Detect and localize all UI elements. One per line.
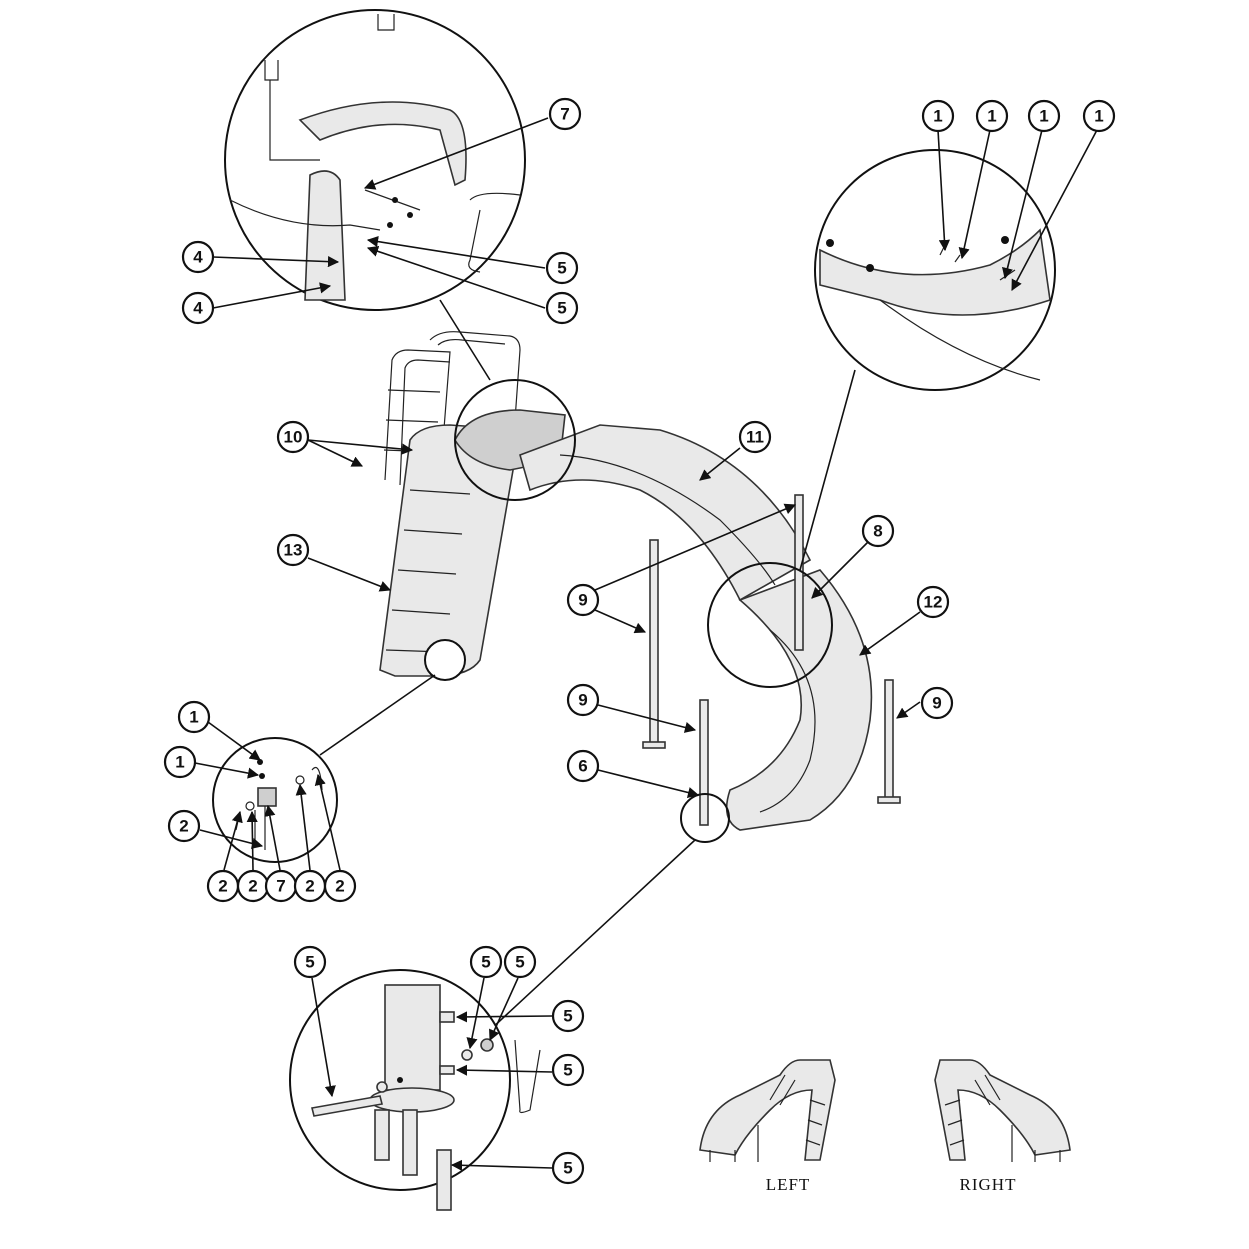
svg-text:5: 5: [563, 1159, 572, 1178]
detail-marker-ladder: [424, 639, 466, 681]
svg-text:1: 1: [1039, 107, 1048, 126]
svg-text:1: 1: [175, 753, 184, 772]
callout-5-base-top-a: 5: [469, 945, 503, 979]
detail-top-right: [814, 149, 1056, 391]
svg-text:5: 5: [481, 953, 490, 972]
thumbnail-right: RIGHT: [934, 1059, 1071, 1194]
callout-7-top: 7: [548, 97, 582, 131]
callout-5-base-left: 5: [293, 945, 327, 979]
detail-slide-joint: [707, 562, 833, 688]
callout-2-left: 2: [167, 809, 201, 843]
callout-11: 11: [738, 420, 772, 454]
svg-text:5: 5: [515, 953, 524, 972]
svg-text:12: 12: [924, 593, 943, 612]
detail-marker-platform: [454, 379, 576, 501]
callout-5-base-right-c: 5: [551, 1151, 585, 1185]
callout-6: 6: [566, 749, 600, 783]
callout-2-row-b: 2: [236, 869, 270, 903]
callout-8: 8: [861, 514, 895, 548]
callout-9-right: 9: [920, 686, 954, 720]
svg-text:11: 11: [746, 428, 764, 447]
slide-assembly: [379, 331, 901, 831]
callout-1-tr-d: 1: [1082, 99, 1116, 133]
callout-labels: 7 4 4 5 5 1 1 1 1 10 11 13 8 9 12 9 9 6 …: [163, 97, 1116, 1185]
callout-12: 12: [916, 585, 950, 619]
svg-text:5: 5: [563, 1007, 572, 1026]
callout-13: 13: [276, 533, 310, 567]
callout-1-tr-a: 1: [921, 99, 955, 133]
callout-1-tr-c: 1: [1027, 99, 1061, 133]
callout-7-row: 7: [264, 869, 298, 903]
svg-text:2: 2: [218, 877, 227, 896]
svg-text:4: 4: [193, 248, 203, 267]
svg-text:7: 7: [560, 105, 569, 124]
callout-1-left-a: 1: [177, 700, 211, 734]
callout-1-tr-b: 1: [975, 99, 1009, 133]
svg-text:7: 7: [276, 877, 285, 896]
callout-4-upper: 4: [181, 240, 215, 274]
caption-left: LEFT: [766, 1175, 811, 1194]
callout-2-row-a: 2: [206, 869, 240, 903]
callout-5-base-top-b: 5: [503, 945, 537, 979]
svg-text:1: 1: [189, 708, 198, 727]
svg-text:9: 9: [932, 694, 941, 713]
callout-2-row-d: 2: [323, 869, 357, 903]
svg-text:10: 10: [284, 428, 303, 447]
svg-text:13: 13: [284, 541, 303, 560]
svg-text:5: 5: [305, 953, 314, 972]
svg-text:2: 2: [179, 817, 188, 836]
callout-9-left: 9: [566, 583, 600, 617]
slide-lower-section: [725, 569, 873, 831]
svg-text:5: 5: [563, 1061, 572, 1080]
svg-text:5: 5: [557, 259, 566, 278]
ladder-steps: [385, 489, 471, 653]
thumbnail-left: LEFT: [699, 1059, 836, 1194]
svg-text:1: 1: [933, 107, 942, 126]
svg-text:2: 2: [335, 877, 344, 896]
svg-text:2: 2: [248, 877, 257, 896]
callout-9-mid: 9: [566, 683, 600, 717]
detail-marker-leg-base: [680, 793, 730, 843]
callout-5-base-right-a: 5: [551, 999, 585, 1033]
slide-upper-section: [519, 424, 812, 602]
callout-4-lower: 4: [181, 291, 215, 325]
svg-text:2: 2: [305, 877, 314, 896]
detail-leg-base: [289, 969, 541, 1211]
svg-text:1: 1: [1094, 107, 1103, 126]
svg-text:6: 6: [578, 757, 587, 776]
callout-2-row-c: 2: [293, 869, 327, 903]
callout-5-upper: 5: [545, 251, 579, 285]
svg-text:5: 5: [557, 299, 566, 318]
svg-text:9: 9: [578, 591, 587, 610]
svg-text:4: 4: [193, 299, 203, 318]
callout-1-left-b: 1: [163, 745, 197, 779]
svg-text:9: 9: [578, 691, 587, 710]
detail-top-left: [224, 9, 526, 311]
caption-right: RIGHT: [960, 1175, 1017, 1194]
callout-5-lower: 5: [545, 291, 579, 325]
svg-text:1: 1: [987, 107, 996, 126]
callout-10: 10: [276, 420, 310, 454]
callout-5-base-right-b: 5: [551, 1053, 585, 1087]
ladder-handrails: [383, 331, 521, 486]
svg-text:8: 8: [873, 522, 882, 541]
leader-arrows: [194, 117, 1098, 1171]
